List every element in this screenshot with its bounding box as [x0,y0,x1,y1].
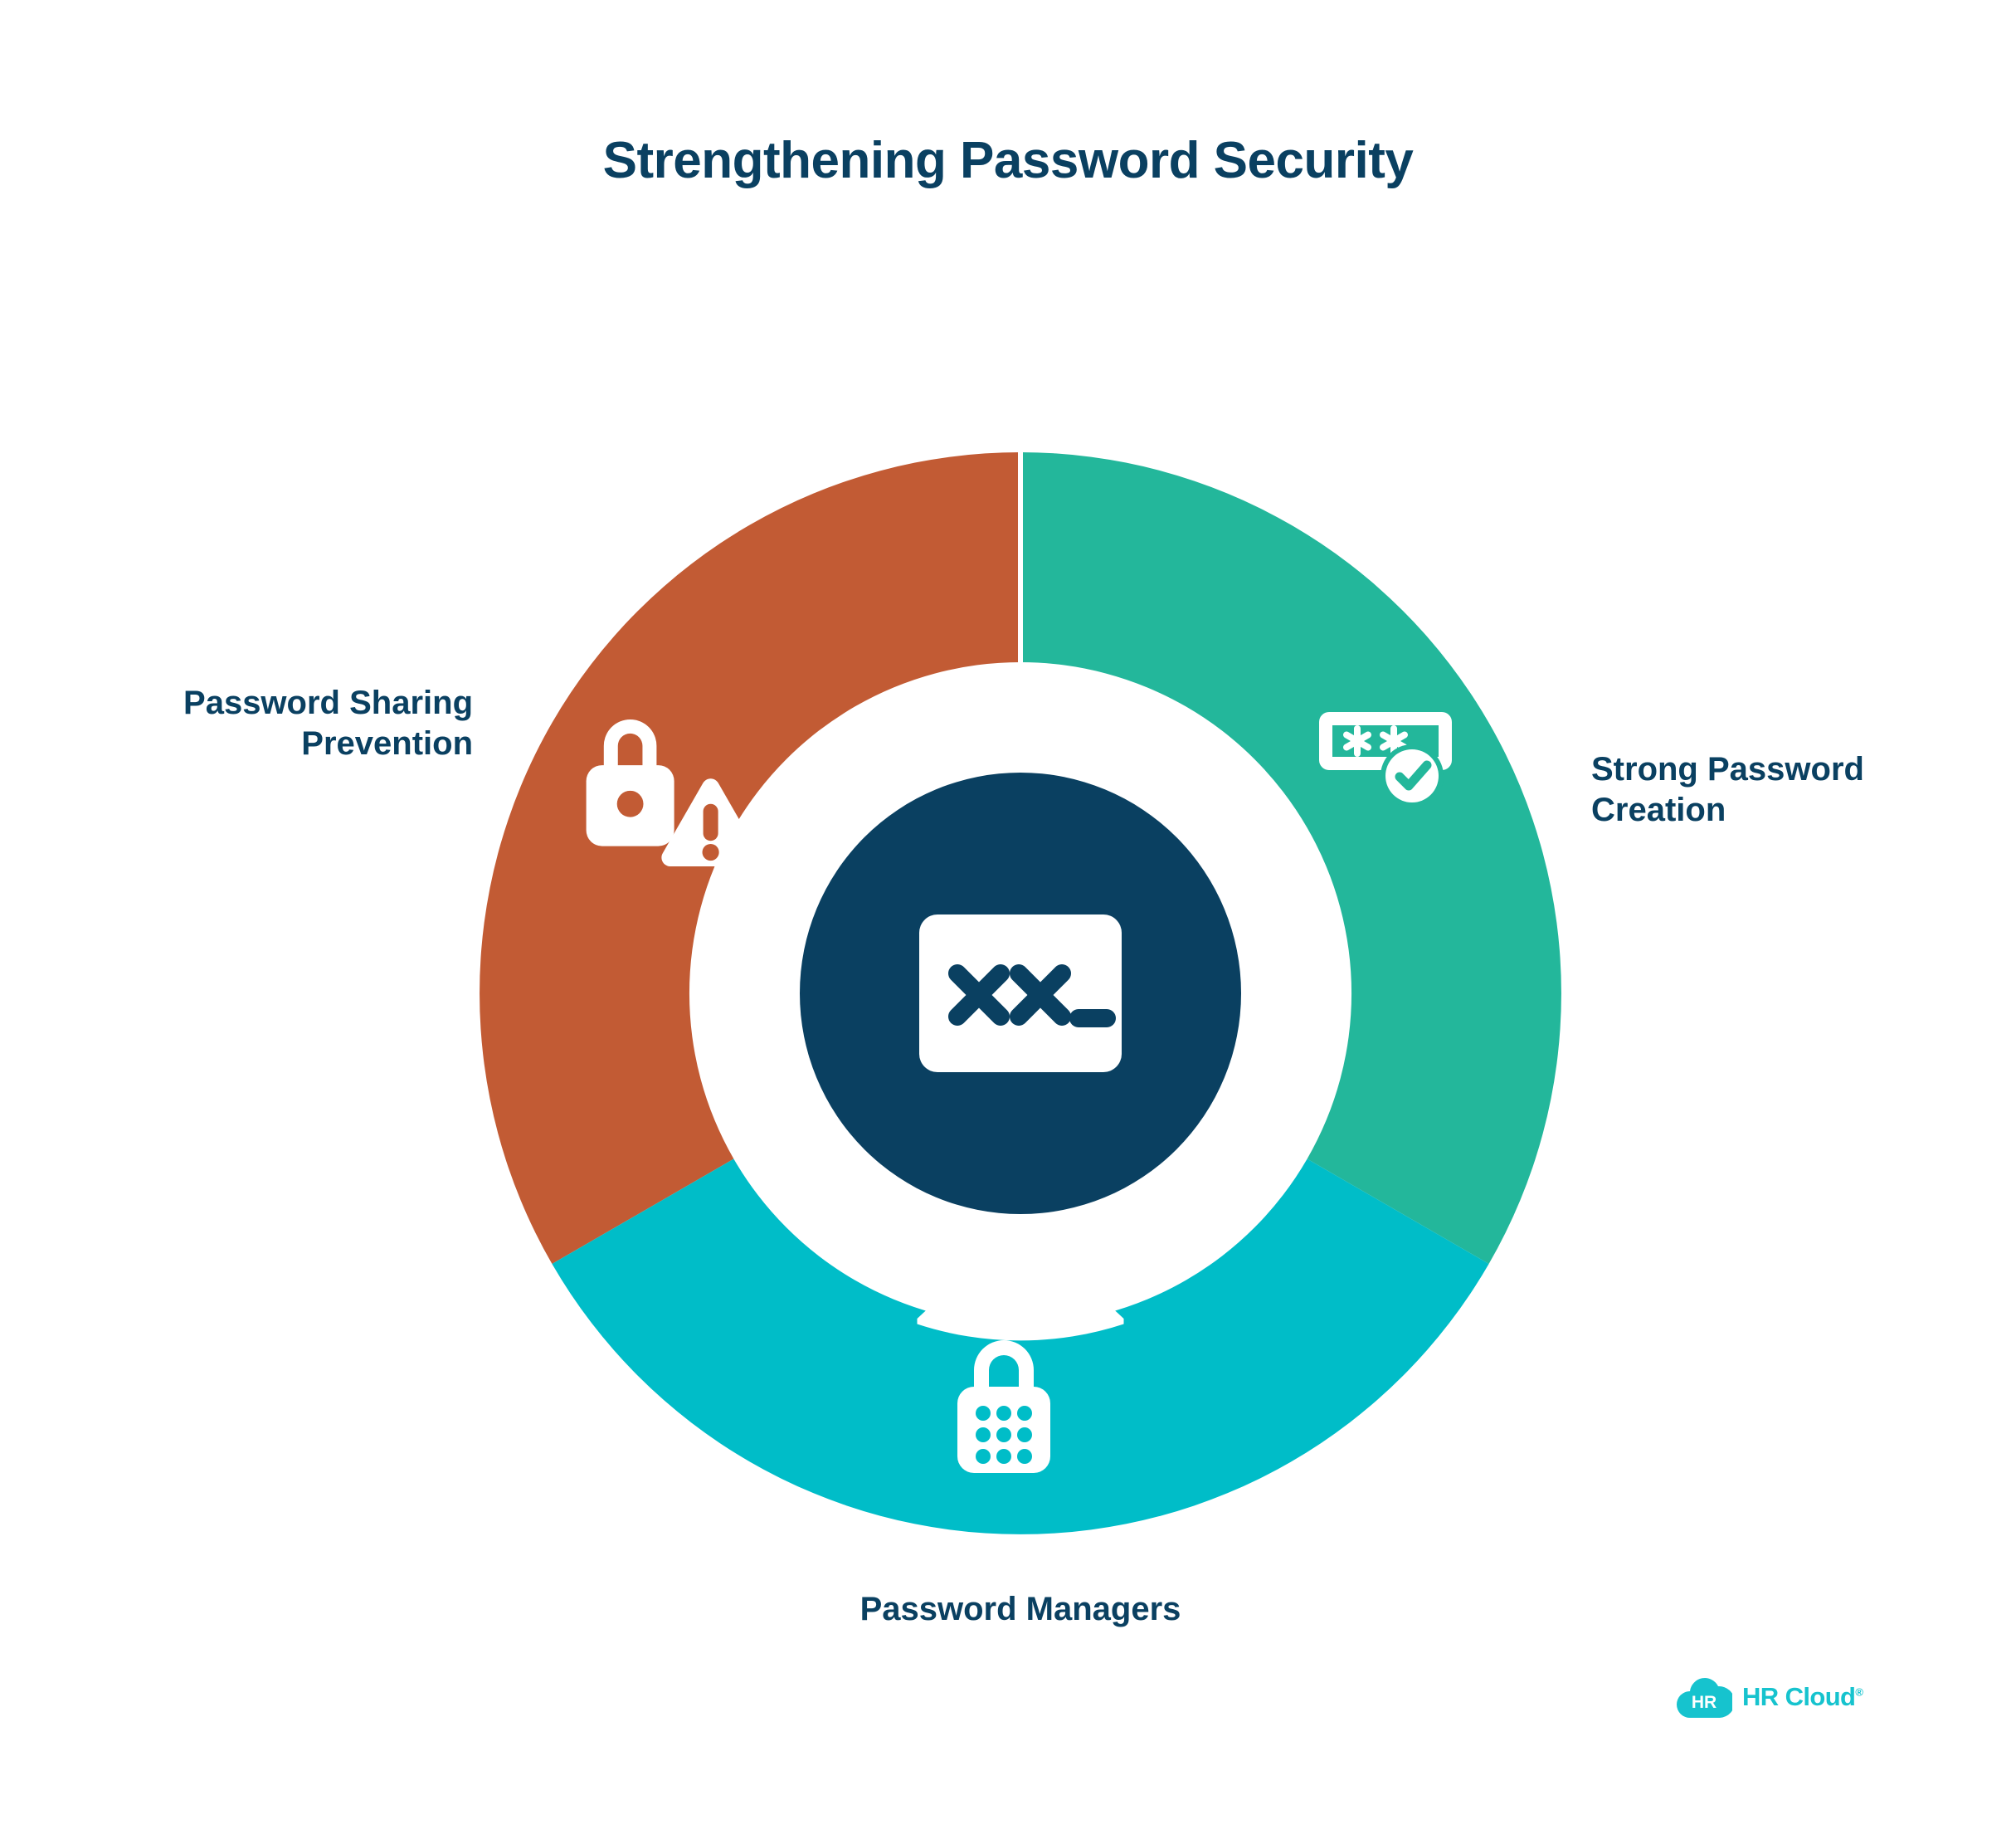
segment-dividers [1018,452,1023,668]
password-verified-icon [1319,712,1452,807]
logo-trademark: ® [1855,1685,1863,1699]
password-security-wheel [480,452,1561,1534]
lock-warning-icon [586,719,760,866]
password-field-icon [919,914,1122,1072]
cloud-icon: HR [1677,1678,1732,1718]
logo-wordmark: HR Cloud® [1742,1682,1863,1712]
keypad-lock-icon [957,1340,1050,1473]
page-title: Strengthening Password Security [602,132,1414,189]
segment-label-strong-password-creation: Strong Password Creation [1591,751,1864,828]
logo-mark-text: HR [1692,1693,1717,1712]
hr-cloud-logo[interactable]: HR HR Cloud® [1676,1668,1875,1726]
segment-label-password-sharing-prevention: Password Sharing Prevention [183,685,473,762]
segment-label-password-managers: Password Managers [859,1591,1181,1627]
logo-wordmark-text: HR Cloud [1742,1682,1856,1711]
